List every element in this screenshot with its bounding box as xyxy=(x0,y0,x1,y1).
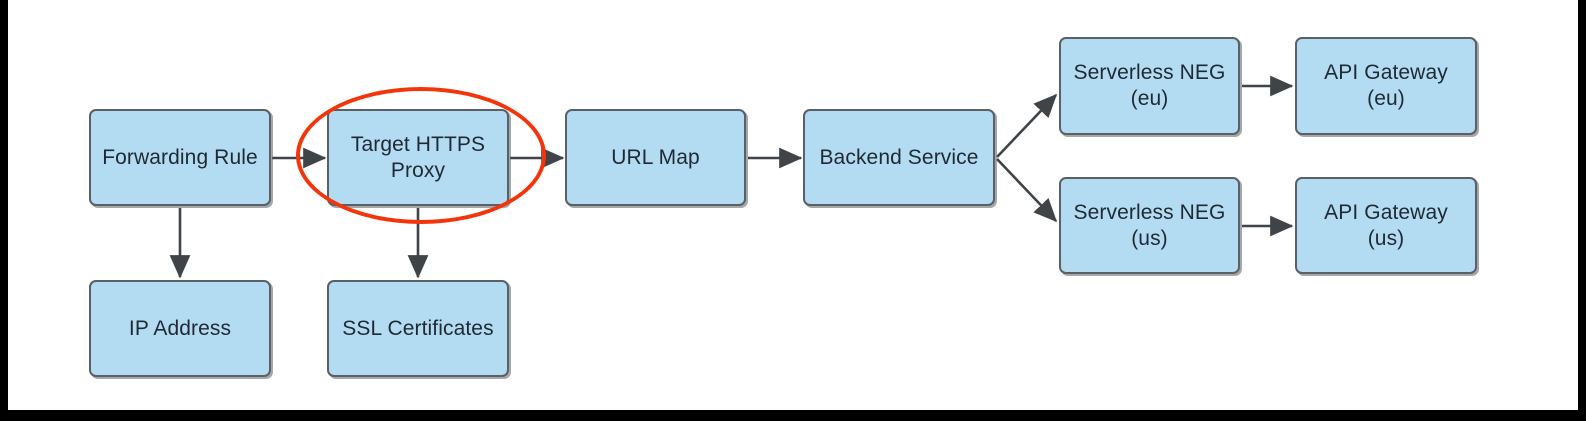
frame-border-left xyxy=(0,0,8,421)
node-api-gateway-us-label: API Gateway (us) xyxy=(1324,200,1448,250)
frame-border-right xyxy=(1578,0,1586,421)
node-ip-address-label: IP Address xyxy=(128,316,232,340)
node-ip-address[interactable]: IP Address xyxy=(89,280,271,377)
node-backend-service-label: Backend Service xyxy=(819,145,979,169)
node-url-map-label: URL Map xyxy=(611,145,700,169)
node-ssl-certificates[interactable]: SSL Certificates xyxy=(327,280,509,377)
node-serverless-neg-eu-label: Serverless NEG (eu) xyxy=(1073,61,1226,110)
node-target-https-proxy[interactable]: Target HTTPS Proxy xyxy=(327,109,509,206)
node-api-gateway-eu[interactable]: API Gateway (eu) xyxy=(1295,37,1477,135)
node-serverless-neg-eu[interactable]: Serverless NEG (eu) xyxy=(1059,37,1240,135)
node-forwarding-rule[interactable]: Forwarding Rule xyxy=(89,109,271,206)
node-target-https-proxy-label: Target HTTPS Proxy xyxy=(350,132,486,182)
connector-backend-service-to-serverless-neg-eu xyxy=(996,93,1058,158)
node-serverless-neg-us-label: Serverless NEG (us) xyxy=(1073,200,1226,250)
node-forwarding-rule-label: Forwarding Rule xyxy=(102,145,258,169)
node-serverless-neg-us[interactable]: Serverless NEG (us) xyxy=(1059,177,1240,274)
node-url-map[interactable]: URL Map xyxy=(565,109,746,206)
node-backend-service[interactable]: Backend Service xyxy=(803,109,995,206)
node-api-gateway-eu-label: API Gateway (eu) xyxy=(1324,61,1448,110)
node-api-gateway-us[interactable]: API Gateway (us) xyxy=(1295,177,1477,274)
connector-backend-service-to-serverless-neg-us xyxy=(996,158,1058,223)
node-ssl-certificates-label: SSL Certificates xyxy=(342,316,494,340)
frame-border-bottom xyxy=(0,410,1586,421)
